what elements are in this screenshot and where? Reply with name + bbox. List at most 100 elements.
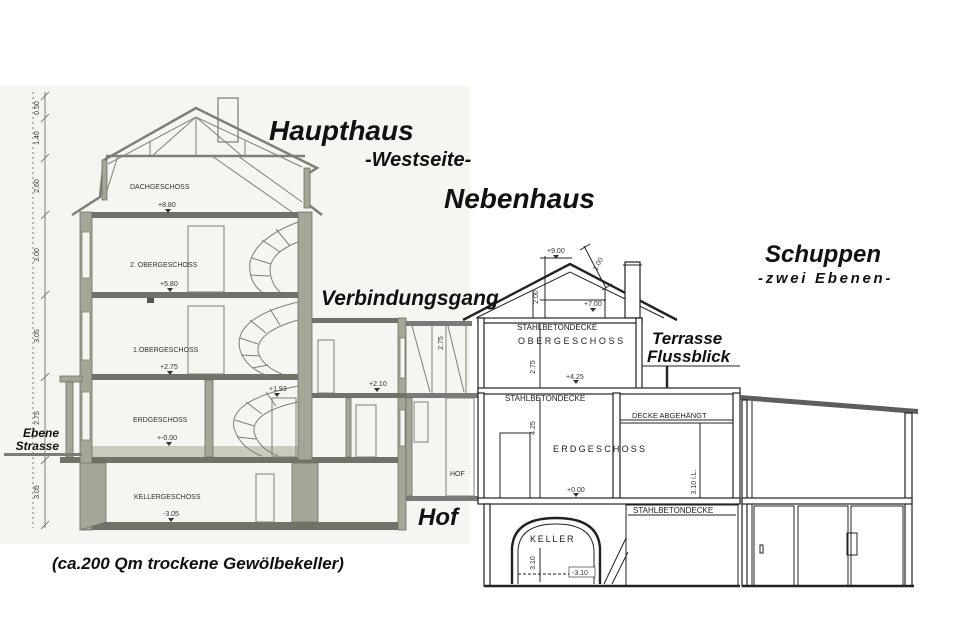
- level-label: +4.25: [566, 374, 584, 381]
- nebenhaus-roof-outer: [462, 262, 678, 322]
- stair-step: [265, 391, 277, 407]
- label-schuppen: Schuppen: [765, 241, 881, 268]
- level-marker: [553, 255, 559, 259]
- ceiling-label: STAHLBETONDECKE: [633, 506, 713, 515]
- floor-label: 2. OBERGESCHOSS: [130, 262, 198, 269]
- annex-inner-wall: [345, 397, 352, 458]
- dimension-ticks: [40, 91, 50, 530]
- door: [255, 473, 275, 523]
- dimension-text: 3.05: [34, 485, 41, 499]
- annex-roof-slab: [312, 318, 406, 323]
- stair-1og-inner: [257, 319, 299, 375]
- connector-top-slab: [406, 321, 472, 326]
- level-label: +2.10: [369, 381, 387, 388]
- stair-step: [275, 228, 291, 247]
- floor-slab-eg: [60, 457, 406, 463]
- og-wall-right: [635, 317, 643, 394]
- scan-wash: [0, 86, 470, 544]
- truss-strut: [195, 116, 243, 157]
- stair-step: [236, 436, 257, 440]
- label-ebene: Ebene: [23, 426, 59, 440]
- label-verbindungsgang: Verbindungsgang: [321, 287, 499, 310]
- dimension-text: 1.40: [34, 131, 41, 145]
- level-label: +9.00: [547, 248, 565, 255]
- keller-stair: [603, 537, 627, 585]
- vault-outer: [510, 516, 602, 584]
- rafter-line: [237, 155, 303, 203]
- door: [317, 339, 335, 394]
- dimension-text: 2.75: [530, 360, 537, 374]
- landing-band: [92, 446, 298, 458]
- dimension-text: 0.50: [34, 101, 41, 115]
- door: [187, 225, 225, 293]
- portico-column: [65, 381, 74, 458]
- cellar-wall-left: [79, 462, 107, 531]
- annotation-labels: Haupthaus -Westseite- Nebenhaus Schuppen…: [16, 115, 891, 573]
- floor-label: 1.OBERGESCHOSS: [133, 347, 199, 354]
- label-haupthaus: Haupthaus: [269, 115, 414, 146]
- eg-wall-left: [477, 392, 485, 504]
- keller-room: [625, 504, 739, 587]
- level-label: +1.93: [269, 386, 287, 393]
- level-marker: [374, 388, 380, 392]
- dimension-tick: [40, 520, 50, 530]
- dimension-text: 3.00: [34, 248, 41, 262]
- level-label: +5.80: [160, 281, 178, 288]
- stair-step: [251, 257, 272, 265]
- stair-step: [249, 274, 271, 277]
- marker: [147, 298, 154, 303]
- level-marker: [274, 393, 280, 397]
- connector-middle-slab: [406, 393, 478, 398]
- floor-label: KELLER: [530, 534, 575, 544]
- label-terrasse: Terrasse: [652, 329, 722, 348]
- outer-wall-left: [79, 211, 93, 531]
- dimension-tick: [40, 153, 50, 163]
- floor-slab-keller: [80, 522, 406, 530]
- dimension-tick: [40, 210, 50, 220]
- door: [271, 397, 297, 458]
- label-nebenhaus: Nebenhaus: [444, 183, 595, 214]
- ceiling-label: STAHLBETONDECKE: [517, 323, 597, 332]
- connector-brace: [411, 325, 431, 393]
- floor-slab-dachgeschoss: [80, 212, 312, 218]
- dimension-tick: [601, 283, 613, 291]
- dimension-tick: [579, 243, 591, 251]
- window: [399, 337, 406, 379]
- floor-label: OBERGESCHOSS: [518, 336, 626, 346]
- ceiling-label: DECKE ABGEHÄNGT: [632, 411, 707, 420]
- label-strasse: Strasse: [16, 439, 60, 453]
- verbindungsgang-section: 2.75 HOF: [405, 321, 478, 501]
- ceiling-label: STAHLBETONDECKE: [505, 394, 585, 403]
- schuppen-section: [740, 395, 918, 588]
- dimension-text: 2.00: [533, 290, 540, 304]
- dimension-text: 2.75: [34, 411, 41, 425]
- dimension-text: 3.10: [530, 556, 537, 570]
- window: [399, 409, 406, 447]
- stair-step: [261, 239, 281, 253]
- floor-slab-2og: [80, 292, 312, 298]
- label-westseite: -Westseite-: [365, 149, 472, 171]
- stair-step: [245, 401, 263, 415]
- level-marker: [165, 209, 171, 213]
- connector-bottom-slab: [406, 496, 478, 501]
- dimension-tick: [40, 372, 50, 382]
- courtyard-label: HOF: [450, 471, 465, 478]
- stair-step: [240, 354, 261, 357]
- keller-stair: [611, 551, 629, 585]
- dimension-text: 3.10 i.L.: [691, 469, 698, 494]
- level-label: +-0.00: [157, 435, 177, 442]
- rafter-line: [211, 155, 293, 213]
- level-label: -3.10: [572, 570, 588, 577]
- dimension-text: 2.75: [438, 336, 445, 350]
- dimension-tick: [40, 290, 50, 300]
- connector-brace: [447, 325, 465, 393]
- cellar-pillar: [291, 462, 319, 523]
- floor-label: KELLERGESCHOSS: [134, 494, 201, 501]
- floor-label: ERDGESCHOSS: [133, 417, 188, 424]
- interior-wall-eg: [204, 379, 214, 458]
- og-floor-slab: [477, 387, 741, 395]
- window: [81, 231, 91, 279]
- vault-inner: [517, 523, 595, 584]
- courtyard-wall: [405, 397, 413, 497]
- shed-post-left: [741, 399, 748, 587]
